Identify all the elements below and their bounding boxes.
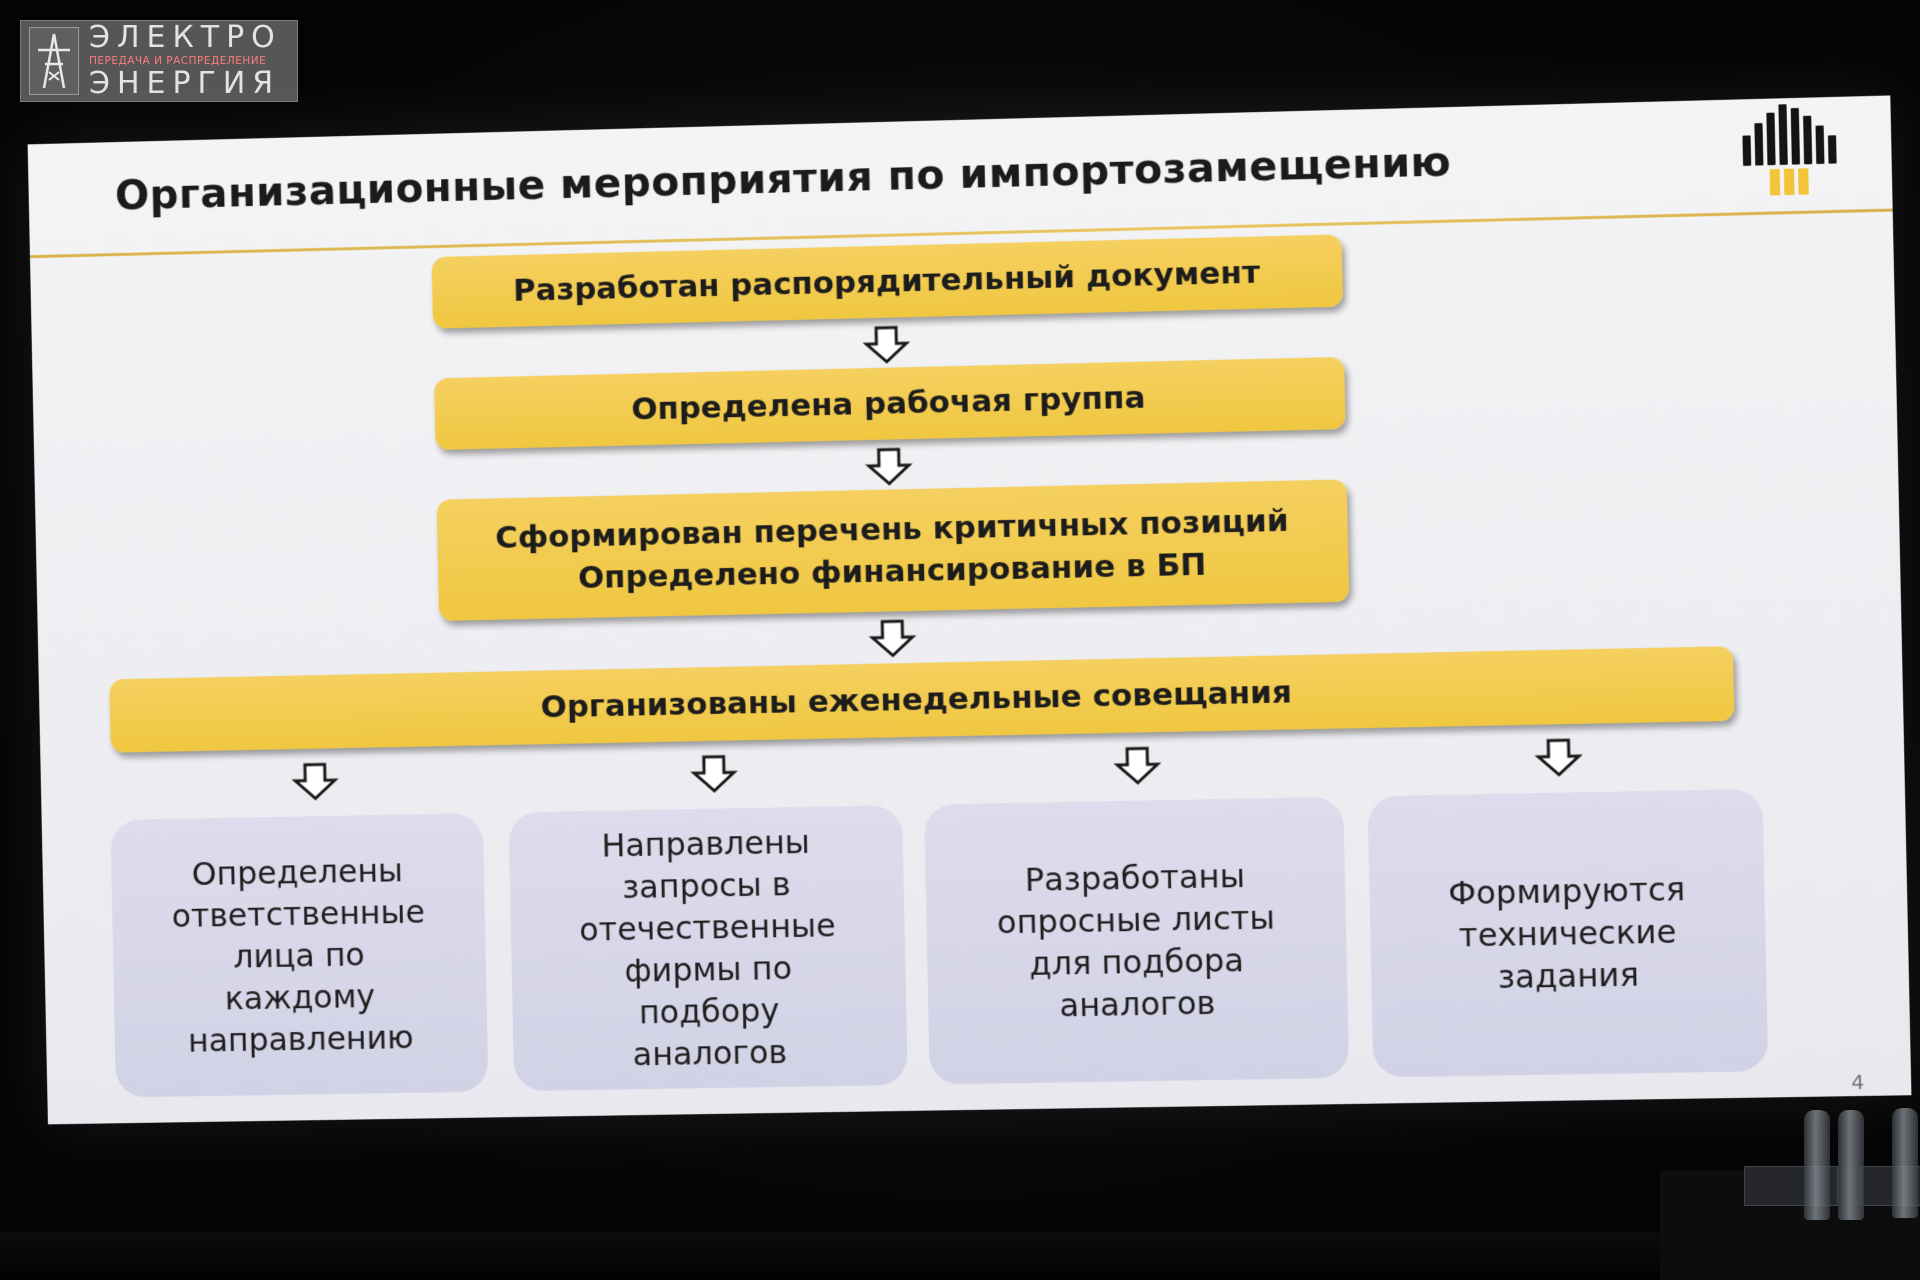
watermark-logo: ЭЛЕКТРО ПЕРЕДАЧА И РАСПРЕДЕЛЕНИЕ ЭНЕРГИЯ <box>20 20 298 102</box>
step-4-box: Организованы еженедельные совещания <box>109 646 1735 753</box>
outcome-box-responsible: Определены ответственные лица по каждому… <box>110 813 489 1098</box>
outcome-box-requests: Направлены запросы в отечественные фирмы… <box>508 805 908 1092</box>
outcome-text: Определены ответственные лица по каждому… <box>171 851 426 1060</box>
watermark-line-2: ПЕРЕДАЧА И РАСПРЕДЕЛЕНИЕ <box>89 55 267 68</box>
arrow-down-icon <box>291 762 339 801</box>
step-2-box: Определена рабочая группа <box>434 356 1346 450</box>
watermark-text: ЭЛЕКТРО ПЕРЕДАЧА И РАСПРЕДЕЛЕНИЕ ЭНЕРГИЯ <box>89 23 282 99</box>
step-4-text: Организованы еженедельные совещания <box>540 674 1293 726</box>
arrow-down-icon <box>863 326 911 364</box>
power-tower-icon <box>29 27 79 95</box>
water-bottle <box>1838 1110 1864 1220</box>
step-2-text: Определена рабочая группа <box>630 379 1146 428</box>
watermark-line-1: ЭЛЕКТРО <box>89 20 282 56</box>
arrow-down-icon <box>1113 746 1162 785</box>
outcome-text: Направлены запросы в отечественные фирмы… <box>578 822 837 1074</box>
slide-title: Организационные мероприятия по импортоза… <box>114 137 1452 220</box>
arrow-down-icon <box>869 620 917 658</box>
stage-floor <box>0 1232 1920 1280</box>
water-bottle <box>1804 1110 1830 1220</box>
watermark-line-3: ЭНЕРГИЯ <box>89 65 281 101</box>
arrow-down-icon <box>1534 738 1583 777</box>
outcome-text: Формируются технические задания <box>1447 869 1686 997</box>
presentation-slide: Организационные мероприятия по импортоза… <box>27 95 1912 1125</box>
arrow-down-icon <box>865 448 914 486</box>
step-3-box: Сформирован перечень критичных позиций О… <box>436 479 1350 621</box>
outcome-text: Разработаны опросные листы для подбора а… <box>996 856 1276 1025</box>
arrow-down-icon <box>690 754 739 793</box>
page-number: 4 <box>1850 1069 1865 1095</box>
outcome-box-questionnaires: Разработаны опросные листы для подбора а… <box>923 796 1350 1085</box>
water-bottle <box>1892 1108 1918 1218</box>
outcome-box-specifications: Формируются технические задания <box>1367 788 1769 1078</box>
step-1-box: Разработан распорядительный документ <box>431 234 1344 329</box>
step-1-text: Разработан распорядительный документ <box>512 254 1261 309</box>
rosneft-logo-icon <box>1742 104 1837 196</box>
